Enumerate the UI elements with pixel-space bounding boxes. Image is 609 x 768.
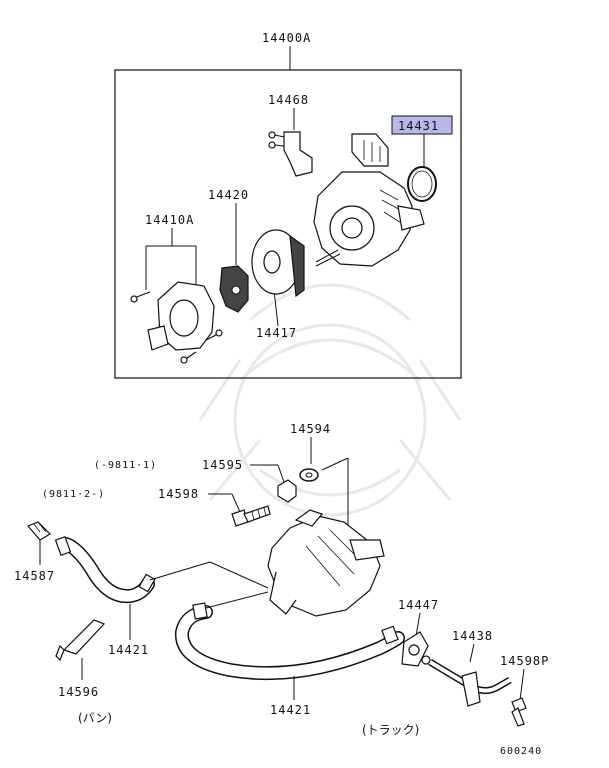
gasket-14447: [401, 631, 429, 667]
bolt-14598P: [511, 697, 527, 727]
label-14594: 14594: [290, 422, 331, 436]
label-14447: 14447: [398, 598, 439, 612]
note-truck: (トラック): [362, 723, 419, 737]
igniter-14431: [351, 133, 389, 167]
assembly-frame: [114, 69, 462, 379]
bolt-14598: [231, 505, 271, 527]
rotor-14420: [219, 265, 249, 313]
label-14431-highlight: [391, 115, 453, 135]
note-van: (バン): [78, 711, 112, 725]
watermark-crest: [198, 283, 462, 517]
pipe-14438: [421, 655, 512, 707]
bracket-14468: [268, 131, 313, 177]
label-14587: 14587: [14, 569, 55, 583]
label-14596: 14596: [58, 685, 99, 699]
label-14417: 14417: [256, 326, 297, 340]
disc-14417: [251, 229, 305, 298]
distributor-lower: [267, 509, 385, 617]
distributor-housing: [313, 171, 425, 267]
nut-14595: [277, 479, 297, 503]
label-14421-left: 14421: [108, 643, 149, 657]
label-14410A: 14410A: [145, 213, 194, 227]
hose-14421-bottom: [175, 602, 405, 681]
label-14598: 14598: [158, 487, 199, 501]
note-range-upto: (-9811·1): [94, 460, 157, 471]
diagram-code: 600240: [500, 746, 542, 757]
label-14420: 14420: [208, 188, 249, 202]
fitting-14587: [26, 521, 51, 541]
label-14595: 14595: [202, 458, 243, 472]
label-14421-bottom: 14421: [270, 703, 311, 717]
cap-housing-14410A: [130, 281, 223, 364]
clamp-14596: [55, 619, 106, 662]
note-range-from: (9811·2-): [42, 489, 105, 500]
o-ring-14431: [407, 166, 437, 202]
label-14438: 14438: [452, 629, 493, 643]
label-14400A: 14400A: [262, 31, 311, 45]
label-14468: 14468: [268, 93, 309, 107]
label-14598P: 14598P: [500, 654, 549, 668]
hose-14421-left: [54, 536, 156, 604]
label-14431: 14431: [398, 119, 439, 133]
